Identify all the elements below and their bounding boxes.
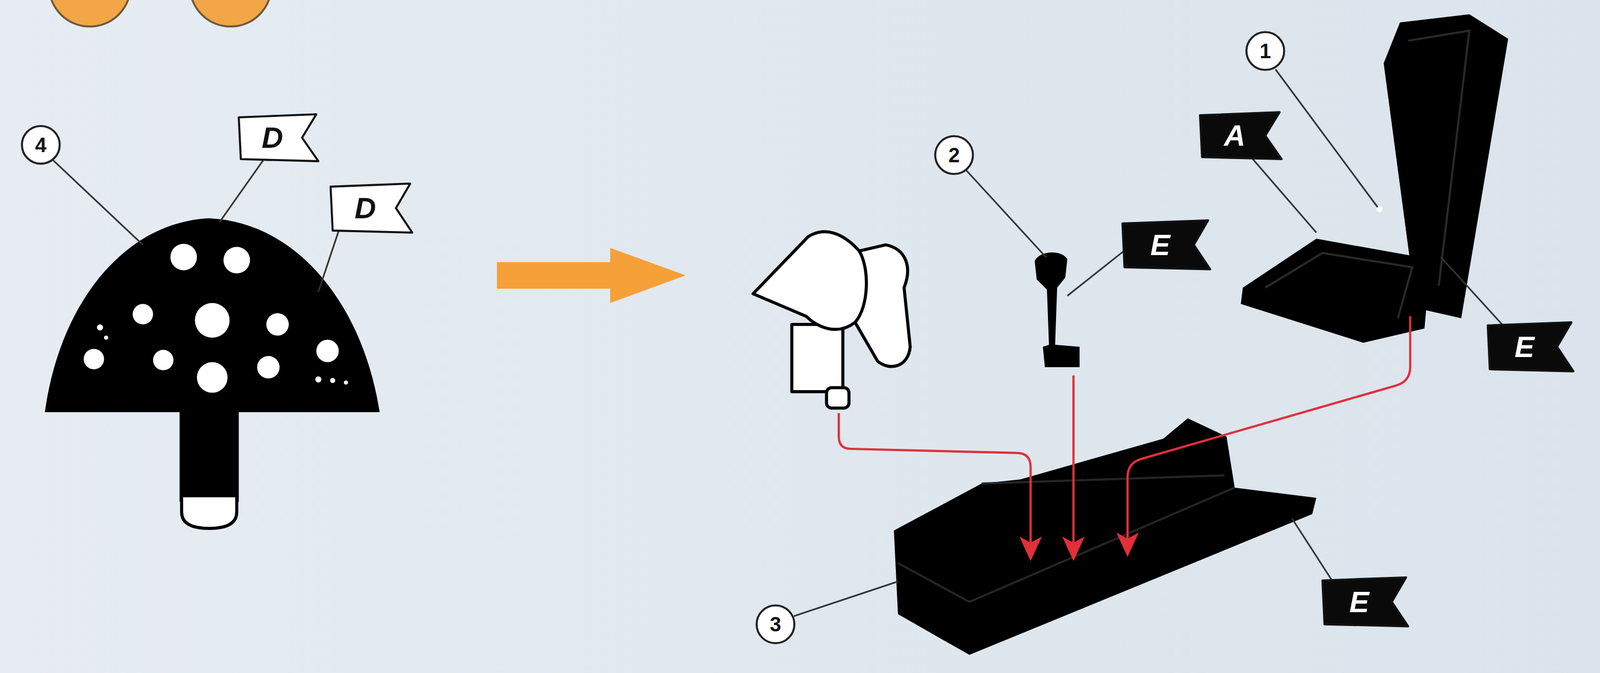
joystick-part	[1034, 252, 1080, 368]
flag-shape	[1122, 220, 1210, 270]
part-letter: D	[261, 122, 296, 153]
callout-ring	[21, 125, 60, 164]
arrow-heads	[1019, 532, 1139, 562]
leader-lines	[52, 69, 1502, 617]
part-letter: E	[1150, 230, 1183, 260]
callout-ring	[1246, 32, 1285, 70]
part-flag: E	[1122, 220, 1210, 270]
part-letter: E	[1514, 332, 1547, 362]
cap-spots	[83, 243, 349, 393]
part-flag: A	[1200, 112, 1282, 160]
part-letter: E	[1349, 587, 1382, 617]
part-letter: D	[354, 193, 389, 223]
callout-number: 4	[35, 134, 47, 155]
orange-disc	[49, 0, 131, 27]
part-flag: E	[1322, 577, 1409, 627]
callout-circle: 4	[20, 124, 61, 165]
part-flag: E	[1487, 322, 1574, 372]
flag-shape	[1487, 322, 1574, 372]
fin-part	[753, 231, 911, 408]
flag-shape	[330, 183, 413, 233]
flag-shape	[1200, 112, 1282, 160]
stem-tip	[181, 495, 237, 529]
part-flag: D	[238, 114, 319, 162]
flag-shape	[1322, 577, 1409, 627]
flag-shape	[238, 114, 319, 162]
mushroom-stem	[179, 399, 239, 502]
base-part	[893, 418, 1316, 656]
red-arrows	[838, 316, 1410, 543]
mushroom-cap	[44, 218, 380, 413]
callout-circle: 1	[1244, 30, 1286, 72]
callout-number: 1	[1259, 40, 1271, 61]
callout-ring	[756, 605, 795, 644]
part-flag: D	[330, 183, 413, 233]
seat-part	[1240, 14, 1509, 343]
callout-number: 3	[769, 614, 782, 635]
callout-ring	[935, 136, 974, 175]
orange-arrow	[497, 247, 687, 303]
mushroom-part	[44, 218, 380, 529]
callout-circle: 3	[754, 604, 796, 645]
callout-number: 2	[948, 144, 960, 165]
callout-circle: 2	[933, 134, 975, 176]
part-letter: A	[1224, 120, 1258, 151]
orange-disc	[190, 0, 272, 27]
